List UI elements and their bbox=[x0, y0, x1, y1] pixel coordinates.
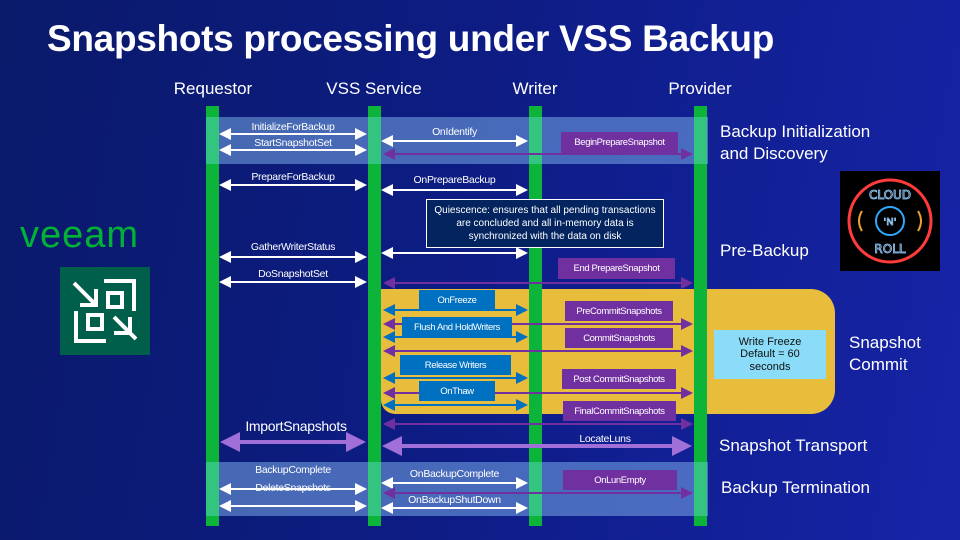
phase-backup-termination: Backup Termination bbox=[721, 478, 870, 497]
veeam-logo-icon bbox=[60, 267, 150, 355]
lifeline-segment bbox=[368, 462, 381, 516]
cnr-text-bottom: ROLL bbox=[874, 242, 905, 256]
msg-on-prepare-backup: OnPrepareBackup bbox=[413, 174, 496, 186]
phase-snapshot-commit: Snapshot Commit bbox=[849, 332, 921, 376]
phase-initialization: Backup Initialization and Discovery bbox=[720, 121, 870, 165]
msg-on-thaw: OnThaw bbox=[419, 381, 495, 401]
phase-commit-line1: Snapshot bbox=[849, 333, 921, 352]
phase-init-line2: and Discovery bbox=[720, 144, 828, 163]
msg-post-commit-snapshots: Post CommitSnapshots bbox=[562, 369, 676, 389]
msg-pre-commit-snapshots: PreCommitSnapshots bbox=[565, 301, 673, 321]
msg-delete-snapshots: DeleteSnapshots bbox=[255, 482, 331, 494]
lifeline-segment bbox=[694, 462, 707, 516]
actor-requestor: Requestor bbox=[173, 79, 253, 98]
phase-snapshot-transport: Snapshot Transport bbox=[719, 436, 868, 455]
write-freeze-line3: seconds bbox=[749, 360, 791, 373]
msg-final-commit-snapshots: FinalCommitSnapshots bbox=[563, 401, 676, 421]
phase-pre-backup: Pre-Backup bbox=[720, 241, 809, 260]
lifeline-segment bbox=[206, 462, 219, 516]
phase-commit-line2: Commit bbox=[849, 355, 908, 374]
actor-provider: Provider bbox=[668, 79, 732, 98]
phase-init-line1: Backup Initialization bbox=[720, 122, 871, 141]
actor-writer: Writer bbox=[512, 79, 558, 98]
lifeline-requestor bbox=[206, 106, 219, 526]
note-quiescence: Quiescence: ensures that all pending tra… bbox=[426, 199, 664, 248]
actor-vss-service: VSS Service bbox=[326, 79, 422, 98]
msg-release-writers: Release Writers bbox=[400, 355, 511, 375]
msg-begin-prepare-snapshot: BeginPrepareSnapshot bbox=[561, 132, 678, 153]
msg-commit-snapshots: CommitSnapshots bbox=[565, 328, 673, 348]
cloud-n-roll-logo: CLOUD 'N' ROLL bbox=[840, 171, 940, 271]
cnr-text-mid: 'N' bbox=[884, 217, 897, 228]
msg-initialize-for-backup: InitializeForBackup bbox=[251, 121, 335, 133]
lifeline-segment bbox=[206, 117, 219, 164]
msg-prepare-for-backup: PrepareForBackup bbox=[251, 171, 335, 183]
msg-on-lun-empty: OnLunEmpty bbox=[563, 470, 677, 490]
slide-title: Snapshots processing under VSS Backup bbox=[47, 18, 775, 59]
lifeline-segment bbox=[694, 117, 707, 164]
msg-backup-complete: BackupComplete bbox=[255, 464, 331, 476]
msg-start-snapshot-set: StartSnapshotSet bbox=[254, 137, 332, 149]
msg-locate-luns: LocateLuns bbox=[579, 433, 631, 445]
msg-import-snapshots: ImportSnapshots bbox=[245, 418, 347, 434]
lifeline-provider-commit bbox=[694, 289, 707, 414]
msg-on-backup-shutdown: OnBackupShutDown bbox=[408, 494, 501, 506]
msg-flush-and-hold-writers: Flush And HoldWriters bbox=[402, 317, 512, 337]
lifeline-segment bbox=[368, 117, 381, 164]
write-freeze-line2: Default = 60 bbox=[740, 348, 800, 361]
msg-do-snapshot-set: DoSnapshotSet bbox=[258, 268, 328, 280]
msg-end-prepare-snapshot: End PrepareSnapshot bbox=[558, 258, 675, 279]
msg-gather-writer-status: GatherWriterStatus bbox=[250, 241, 336, 253]
write-freeze-line1: Write Freeze bbox=[738, 335, 802, 348]
msg-on-freeze: OnFreeze bbox=[419, 290, 495, 310]
note-write-freeze: Write Freeze Default = 60 seconds bbox=[714, 330, 826, 379]
veeam-logo-text: veeam bbox=[20, 214, 140, 256]
cnr-text-top: CLOUD bbox=[869, 188, 911, 202]
msg-on-identify: OnIdentify bbox=[432, 126, 477, 138]
lifeline-vss-commit bbox=[368, 289, 381, 414]
msg-on-backup-complete: OnBackupComplete bbox=[409, 468, 500, 480]
